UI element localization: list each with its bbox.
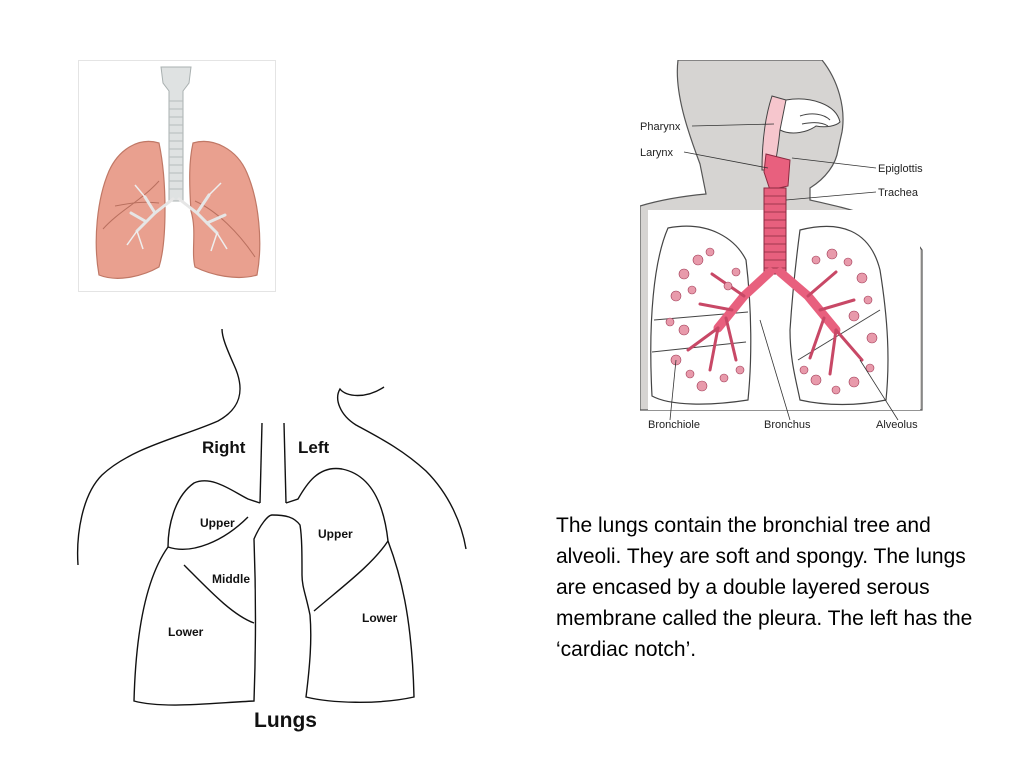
label-bronchus: Bronchus [764, 419, 811, 431]
diagram-title: Lungs [254, 709, 317, 732]
respiratory-system-diagram: Pharynx Larynx Epiglottis Trachea Bronch… [639, 59, 940, 440]
lungs-description: The lungs contain the bronchial tree and… [556, 514, 973, 661]
label-pharynx: Pharynx [640, 121, 681, 133]
label-left-lower-lobe: Lower [362, 611, 398, 625]
label-epiglottis: Epiglottis [878, 163, 923, 175]
respiratory-system-svg: Pharynx Larynx Epiglottis Trachea Bronch… [639, 59, 923, 431]
label-right-middle-lobe: Middle [212, 572, 250, 586]
lung-illustration [78, 60, 276, 292]
label-left-side: Left [298, 438, 330, 457]
label-left-upper-lobe: Upper [318, 527, 353, 541]
label-alveolus: Alveolus [876, 419, 918, 431]
label-right-lower-lobe: Lower [168, 625, 204, 639]
label-right-side: Right [202, 438, 246, 457]
label-larynx: Larynx [640, 147, 674, 159]
lung-illustration-svg [95, 66, 261, 279]
label-trachea: Trachea [878, 187, 919, 199]
label-bronchiole: Bronchiole [648, 419, 700, 431]
lung-lobes-svg: Right Left Upper Middle Lower Upper Lowe… [76, 328, 467, 732]
label-right-upper-lobe: Upper [200, 516, 235, 530]
lung-lobes-diagram: Right Left Upper Middle Lower Upper Lowe… [72, 325, 482, 745]
